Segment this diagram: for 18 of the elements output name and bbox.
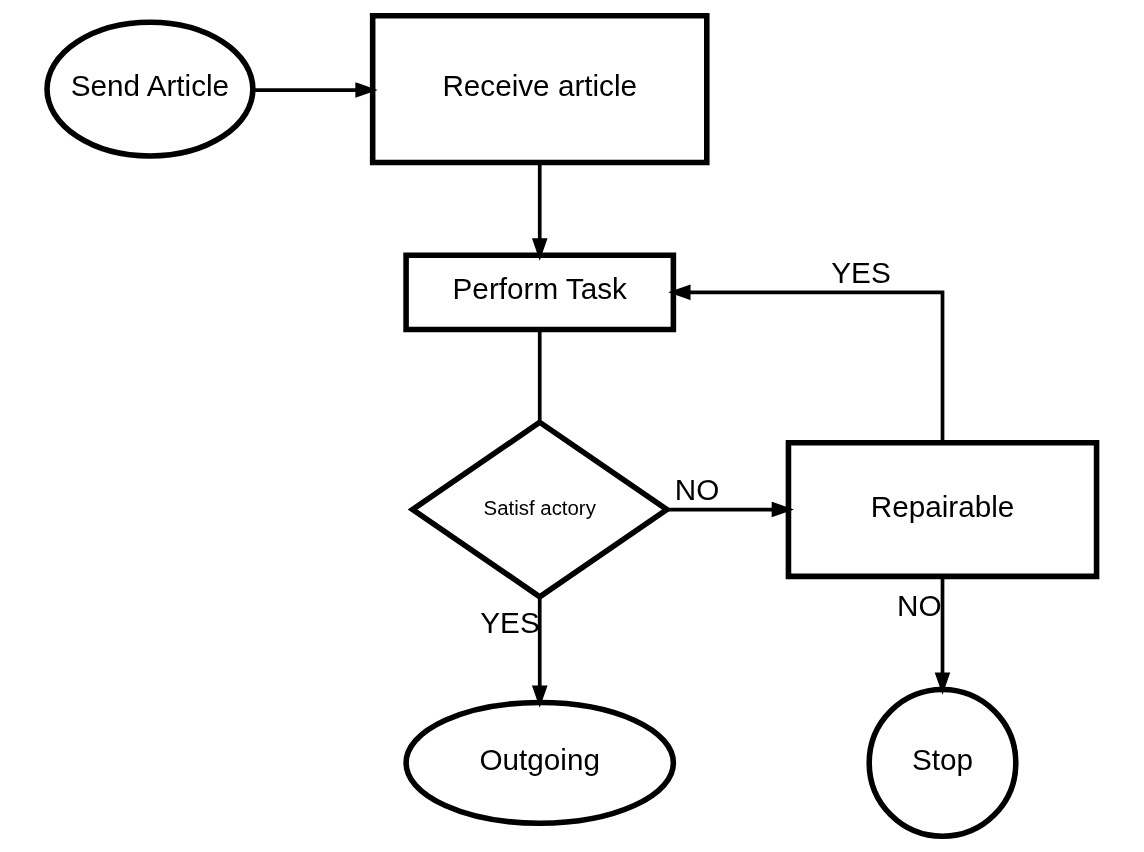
arrow — [668, 284, 945, 443]
node-circle: Stop — [866, 686, 1019, 839]
edge-label: NO — [897, 588, 942, 622]
edge-label: YES — [831, 255, 891, 289]
node-ellipse: Outgoing — [403, 699, 677, 826]
connector — [537, 329, 542, 423]
arrow — [252, 82, 378, 98]
node-box: Receive article — [369, 13, 710, 166]
arrow — [934, 576, 951, 695]
edge-label: YES — [480, 605, 540, 639]
node-box: Perform Task — [403, 252, 677, 333]
arrow — [531, 162, 548, 261]
node-box: Repairable — [785, 439, 1100, 580]
edge-label: NO — [674, 472, 720, 506]
node-ellipse: Send Article — [44, 19, 256, 159]
arrow — [531, 597, 548, 708]
arrow — [667, 501, 794, 518]
node-diamond: Satisf actory — [407, 418, 672, 601]
